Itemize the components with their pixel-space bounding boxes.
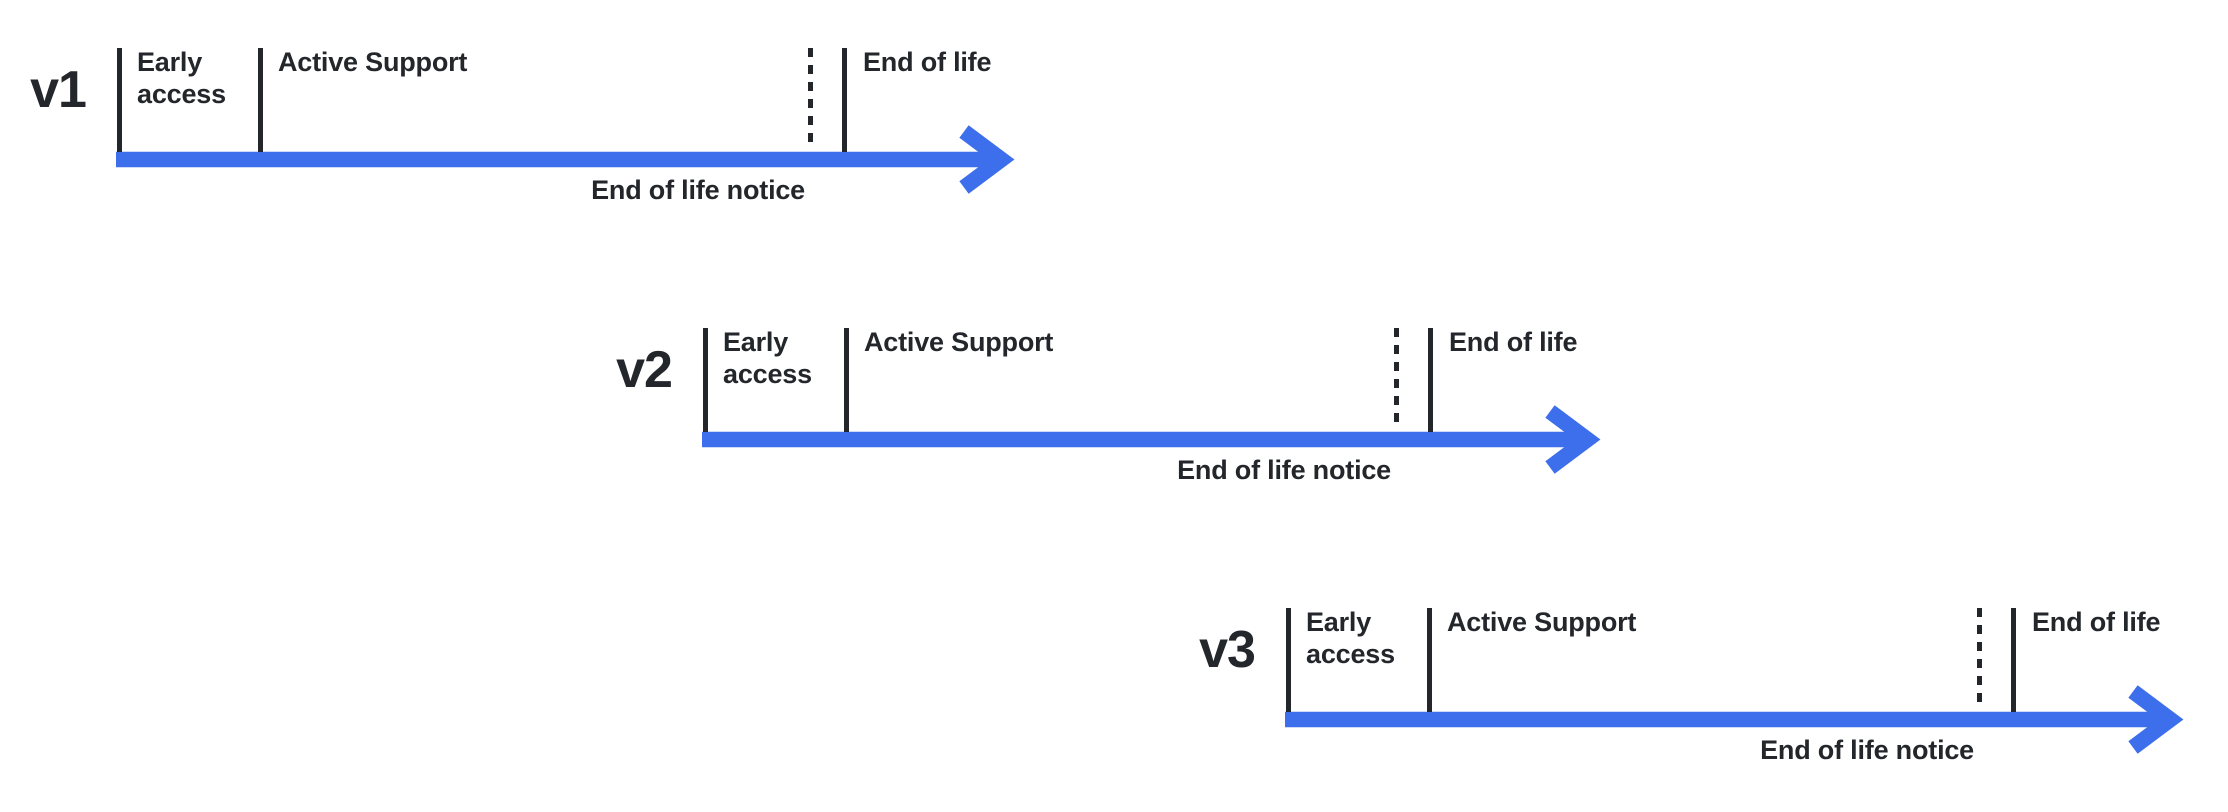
- timeline-arrow: [702, 405, 1601, 474]
- version-label: v2: [616, 341, 673, 399]
- active-support-label: Active Support: [1447, 607, 1637, 637]
- end-of-life-label: End of life: [863, 47, 992, 77]
- end-of-life-label: End of life: [2032, 607, 2161, 637]
- end-of-life-notice-tick: [1977, 608, 1982, 708]
- active-support-start-tick: [258, 48, 263, 152]
- active-support-label: Active Support: [864, 327, 1054, 357]
- end-of-life-notice-tick: [1394, 328, 1399, 428]
- early-access-start-tick: [117, 48, 122, 152]
- end-of-life-notice-label: End of life notice: [591, 175, 805, 205]
- timeline-v3: v3 Early access Active Support End of li…: [1169, 560, 2228, 775]
- active-support-start-tick: [844, 328, 849, 432]
- timeline-arrow: [116, 125, 1015, 194]
- early-access-start-tick: [703, 328, 708, 432]
- early-access-label: Early access: [723, 327, 812, 389]
- timeline-v2: v2 Early access Active Support End of li…: [586, 280, 1646, 495]
- end-of-life-label: End of life: [1449, 327, 1578, 357]
- early-access-label: Early access: [1306, 607, 1395, 669]
- timeline-arrow: [1285, 685, 2184, 754]
- active-support-label: Active Support: [278, 47, 468, 77]
- end-of-life-notice-label: End of life notice: [1760, 735, 1974, 765]
- timeline-v1: v1 Early access Active Support End of li…: [0, 0, 1060, 215]
- early-access-start-tick: [1286, 608, 1291, 712]
- end-of-life-tick: [2011, 608, 2016, 712]
- end-of-life-notice-label: End of life notice: [1177, 455, 1391, 485]
- end-of-life-tick: [842, 48, 847, 152]
- end-of-life-notice-tick: [808, 48, 813, 148]
- end-of-life-tick: [1428, 328, 1433, 432]
- version-label: v1: [30, 61, 87, 119]
- version-label: v3: [1199, 621, 1256, 679]
- early-access-label: Early access: [137, 47, 226, 109]
- active-support-start-tick: [1427, 608, 1432, 712]
